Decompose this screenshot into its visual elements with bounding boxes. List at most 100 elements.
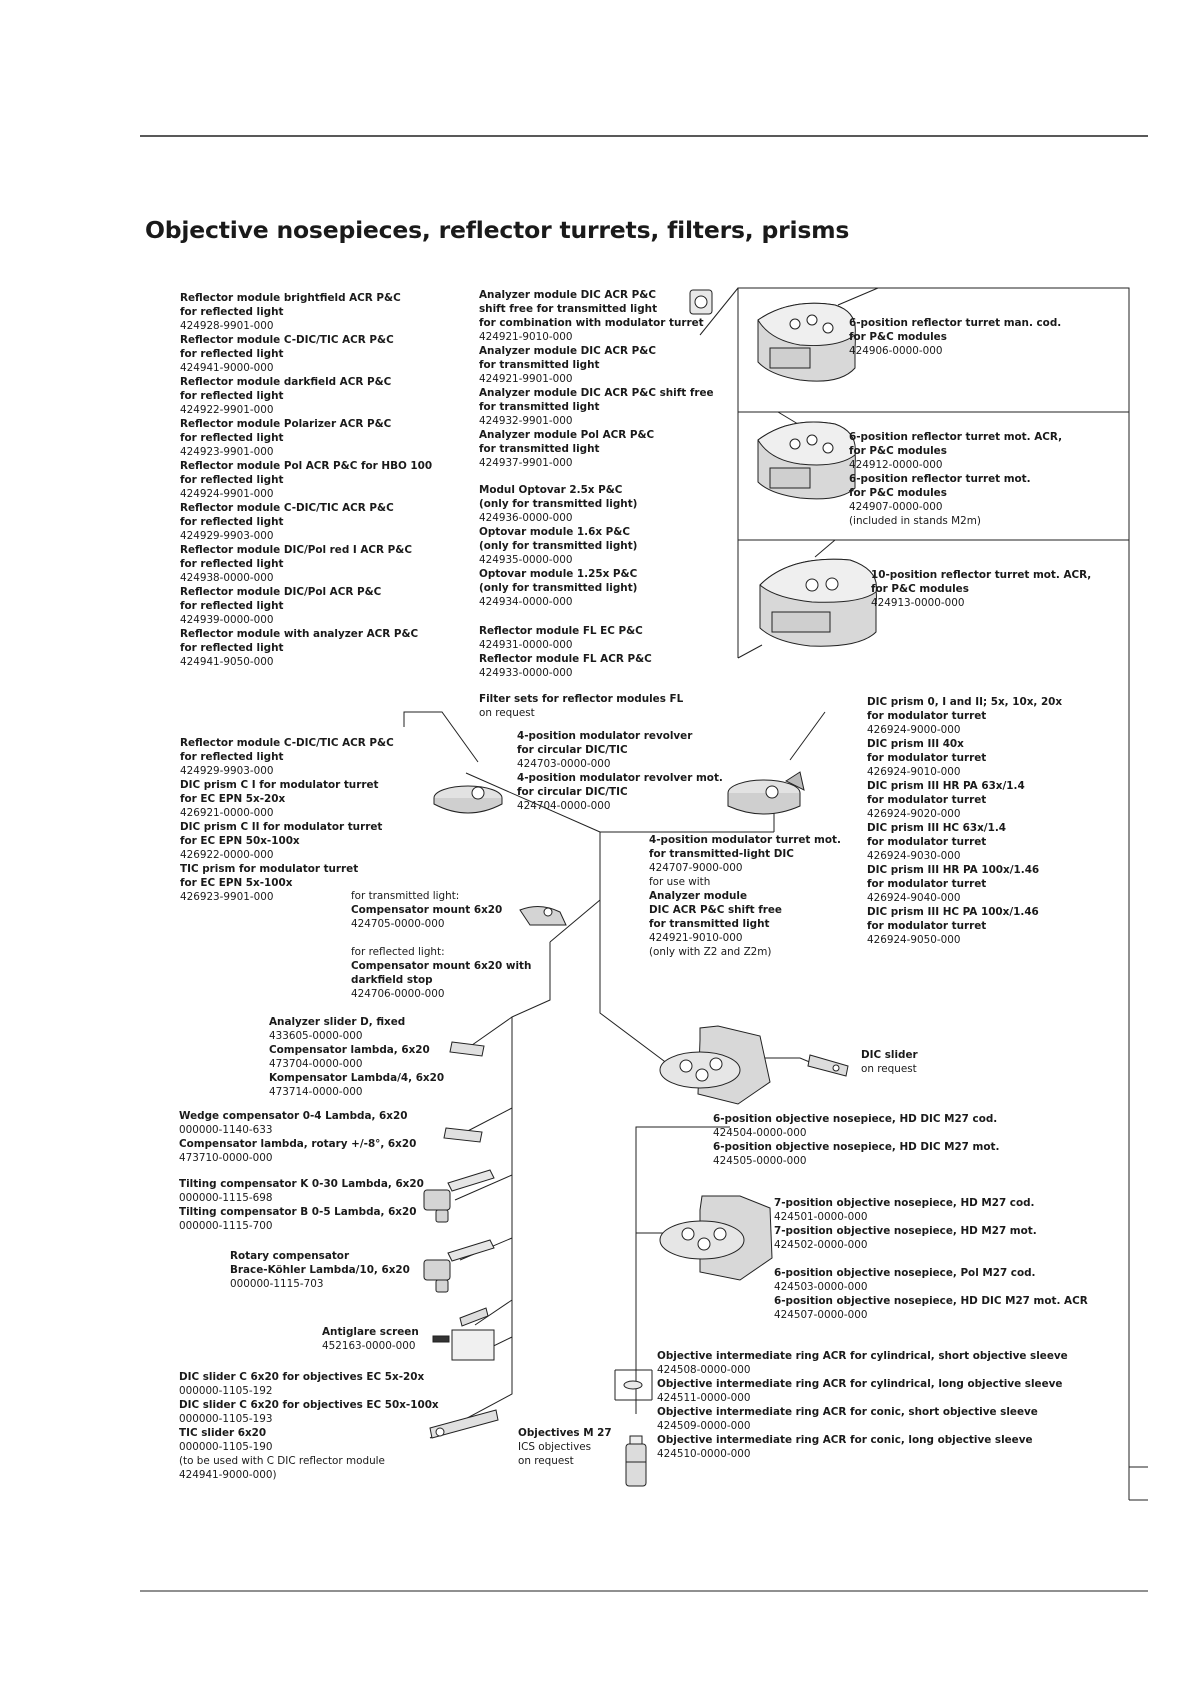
item-detail: 424921-9901-000 [479,373,573,385]
item-label: 6-position objective nosepiece, HD DIC M… [713,1113,998,1125]
item-detail: 424913-0000-000 [871,597,965,609]
item-detail: 473710-0000-000 [179,1152,273,1164]
tilting-compensator-part [423,1169,495,1223]
dic-slider-label: DIC slider on request [861,1048,918,1076]
item-label: Modul Optovar 2.5x P&C [479,484,623,496]
connector-reflector-module [403,711,479,763]
part-number: 424928-9901-000 [180,320,274,332]
connector-turret-outline [737,287,1130,1500]
item-detail: 000000-1115-703 [230,1278,324,1290]
compensator-mount [519,906,567,926]
item-detail: 000000-1105-193 [179,1413,273,1425]
wedge-compensator-part [443,1127,483,1143]
item-label: DIC prism III HC PA 100x/1.46 [867,906,1039,918]
item-detail: 424921-9010-000 [649,932,743,944]
item-detail: (included in stands M2m) [849,515,981,527]
item-label: 6-position objective nosepiece, Pol M27 … [774,1267,1036,1279]
item-label: Tilting compensator B 0-5 Lambda, 6x20 [179,1206,417,1218]
item-label: for circular DIC/TIC [517,786,628,798]
analyzer-module-icon [689,289,713,315]
item-detail: 473714-0000-000 [269,1086,363,1098]
item-detail: 426924-9010-000 [867,766,961,778]
item-label: DIC slider [861,1049,918,1061]
item-label: Rotary compensator [230,1250,350,1262]
reflector-turret-10 [759,558,877,647]
part-number: 424939-0000-000 [180,614,274,626]
module-usage: for reflected light [180,558,284,570]
item-detail: (to be used with C DIC reflector module [179,1455,385,1467]
item-detail [351,931,531,945]
item-detail: 000000-1105-190 [179,1441,273,1453]
objective-part [625,1435,647,1487]
part-number: 424923-9901-000 [180,446,274,458]
item-label: Antiglare screen [322,1326,419,1338]
item-label: Analyzer module Pol ACR P&C [479,429,655,441]
item-detail: 424505-0000-000 [713,1155,807,1167]
item-detail: 000000-1115-698 [179,1192,273,1204]
item-detail: for transmitted light: [351,890,460,902]
filter-sets-block: Filter sets for reflector modules FL on r… [479,692,683,720]
item-label: (only for transmitted light) [479,498,638,510]
part-number: 424922-9901-000 [180,404,274,416]
item-detail: 424501-0000-000 [774,1211,868,1223]
item-label: for modulator turret [867,920,987,932]
item-detail: 424932-9901-000 [479,415,573,427]
item-label: Kompensator Lambda/4, 6x20 [269,1072,445,1084]
item-detail: 426924-9050-000 [867,934,961,946]
item-label: for transmitted light [649,918,770,930]
item-detail: 424510-0000-000 [657,1448,751,1460]
module-name: Reflector module DIC/Pol red I ACR P&C [180,544,412,556]
item-detail: 424933-0000-000 [479,667,573,679]
part-number: 424924-9901-000 [180,488,274,500]
item-label: Objective intermediate ring ACR for cyli… [657,1350,1068,1362]
module-usage: for reflected light [180,432,284,444]
item-label: for transmitted-light DIC [649,848,794,860]
part-number: 424941-9050-000 [180,656,274,668]
connector-right-trunk [635,1126,730,1414]
reflector-turret-motorized-label: 6-position reflector turret mot. ACR, for… [849,430,1062,528]
item-label: darkfield stop [351,974,433,986]
item-label: Analyzer module DIC ACR P&C [479,345,656,357]
nosepiece-6-label: 6-position objective nosepiece, HD DIC M… [713,1112,999,1168]
item-detail: 424912-0000-000 [849,459,943,471]
item-label: for transmitted light [479,401,600,413]
item-label: for P&C modules [849,445,947,457]
item-label: Objectives M 27 [518,1427,612,1439]
item-detail: 424936-0000-000 [479,512,573,524]
item-label: Analyzer module DIC ACR P&C [479,289,656,301]
item-label: for modulator turret [867,794,987,806]
item-detail: on request [479,707,535,719]
optovar-modules-block: Modul Optovar 2.5x P&C (only for transmit… [479,483,637,609]
part-number: 424941-9000-000 [180,362,274,374]
item-detail: 424906-0000-000 [849,345,943,357]
item-label: Brace-Köhler Lambda/10, 6x20 [230,1264,410,1276]
item-label: 6-position reflector turret mot. ACR, [849,431,1063,443]
page-title: Objective nosepieces, reflector turrets,… [145,216,850,244]
item-label: for modulator turret [867,752,987,764]
item-detail: 424706-0000-000 [351,988,445,1000]
module-usage: for reflected light [180,474,284,486]
item-detail: on request [861,1063,917,1075]
item-label: for transmitted light [479,443,600,455]
item-detail: 424704-0000-000 [517,800,611,812]
module-usage: for reflected light [180,642,284,654]
item-label: Analyzer slider D, fixed [269,1016,406,1028]
item-detail: 424503-0000-000 [774,1281,868,1293]
item-label: Filter sets for reflector modules FL [479,693,684,705]
dic-slider-c-part [429,1409,499,1439]
item-detail: 424507-0000-000 [774,1309,868,1321]
item-detail: 000000-1105-192 [179,1385,273,1397]
item-label: Reflector module FL EC P&C [479,625,643,637]
item-label: Optovar module 1.25x P&C [479,568,638,580]
analyzer-slider-part [449,1041,485,1057]
item-label: 6-position reflector turret mot. [849,473,1031,485]
reflector-turret-10-label: 10-position reflector turret mot. ACR,fo… [871,568,1091,610]
connector-revolver [465,772,677,1071]
